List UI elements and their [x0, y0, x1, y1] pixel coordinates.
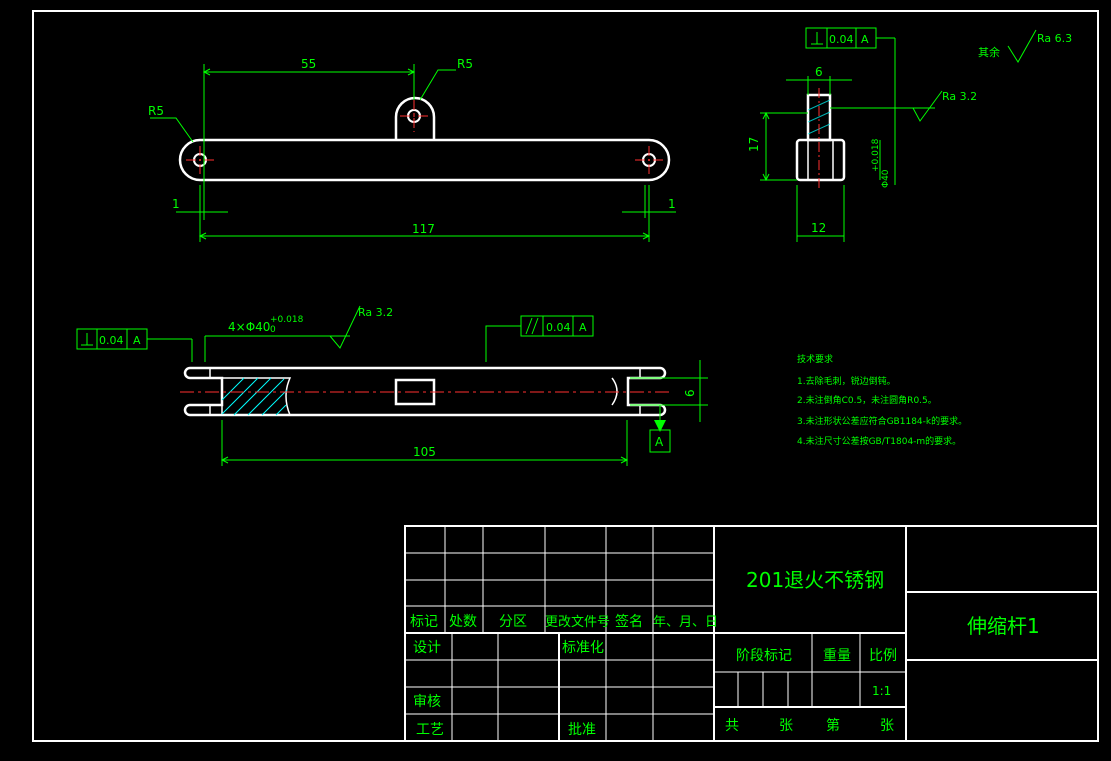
tb-zone: 分区 — [499, 614, 527, 630]
radius-left: R5 — [148, 104, 164, 118]
front-lug-outline — [394, 96, 436, 140]
bottom-parallel-value: 0.04 — [546, 321, 571, 334]
tb-no: 第 — [826, 717, 840, 734]
surface-rest: 其余 Ra 6.3 — [978, 29, 1072, 63]
tb-weight: 重量 — [823, 648, 851, 664]
title-block — [404, 525, 1099, 742]
tb-part-name: 伸缩杆1 — [967, 614, 1040, 638]
tech-note-1: 1.去除毛刺，锐边倒钝。 — [797, 375, 896, 387]
side-roughness: Ra 3.2 — [942, 90, 977, 103]
tb-sign: 签名 — [615, 613, 643, 630]
tb-approve: 批准 — [568, 722, 596, 738]
bottom-tol-value: 0.04 — [99, 334, 124, 347]
tb-sheets: 张 — [779, 718, 793, 734]
tb-total: 共 — [725, 718, 739, 734]
side-bore: Φ40 — [881, 169, 891, 188]
bottom-dim-6: 6 — [683, 389, 697, 397]
bottom-dim-105: 105 — [413, 445, 436, 459]
dim-1-right: 1 — [668, 197, 676, 211]
bottom-holes: 4×Φ40 — [228, 320, 270, 334]
dim-117: 117 — [412, 222, 435, 236]
surface-rest-label: 其余 — [978, 45, 1000, 59]
tb-scale-label: 比例 — [869, 648, 897, 664]
tb-mark: 标记 — [410, 614, 438, 630]
side-view: 0.04 A 6 — [747, 27, 977, 242]
tech-note-3: 3.未注形状公差应符合GB1184-k的要求。 — [797, 415, 967, 427]
tb-process: 工艺 — [416, 722, 444, 738]
bottom-holes-tol-low: 0 — [270, 325, 276, 335]
tb-stage: 阶段标记 — [736, 648, 792, 664]
front-view: 55 117 R5 R5 1 1 — [148, 57, 676, 242]
side-tol-value: 0.04 — [829, 33, 854, 46]
tb-standard: 标准化 — [562, 640, 604, 656]
side-dim-6: 6 — [815, 65, 823, 79]
surface-rest-value: Ra 6.3 — [1037, 32, 1072, 45]
bottom-tol-datum: A — [133, 334, 141, 347]
tech-note-4: 4.未注尺寸公差按GB/T1804-m的要求。 — [797, 435, 961, 447]
side-dim-12: 12 — [811, 221, 826, 235]
title-block-text: 标记 处数 分区 更改文件号 签名 年、月、日 设计 标准化 审核 工艺 批准 … — [410, 568, 1040, 738]
tb-doc-no: 更改文件号 — [545, 615, 610, 630]
bottom-parallel-datum: A — [579, 321, 587, 334]
tb-review: 审核 — [413, 694, 441, 710]
tb-material: 201退火不锈钢 — [746, 568, 884, 592]
tb-sheet: 张 — [880, 718, 894, 734]
tb-count: 处数 — [449, 614, 477, 630]
bottom-roughness: Ra 3.2 — [358, 306, 393, 319]
tb-design: 设计 — [413, 640, 441, 656]
side-bore-tol: +0.018 — [871, 138, 881, 172]
bottom-holes-tol: +0.018 — [270, 315, 304, 325]
tech-note-2: 2.未注倒角C0.5，未注圆角R0.5。 — [797, 394, 937, 406]
tech-notes: 技术要求 1.去除毛刺，锐边倒钝。 2.未注倒角C0.5，未注圆角R0.5。 3… — [797, 353, 967, 447]
tb-date: 年、月、日 — [653, 615, 718, 630]
drawing-frame — [32, 10, 1099, 742]
side-tol-datum: A — [861, 33, 869, 46]
side-dim-17: 17 — [747, 137, 761, 152]
tb-scale-value: 1:1 — [872, 684, 891, 698]
bottom-datum: A — [655, 435, 664, 449]
front-bar-outline — [178, 138, 671, 182]
dim-1-left: 1 — [172, 197, 180, 211]
dim-55: 55 — [301, 57, 316, 71]
side-body — [795, 138, 846, 182]
radius-top: R5 — [457, 57, 473, 71]
bottom-view: 0.04 A 0.04 A 4×Φ40 +0.0 — [76, 305, 708, 466]
tech-notes-title: 技术要求 — [797, 353, 833, 365]
